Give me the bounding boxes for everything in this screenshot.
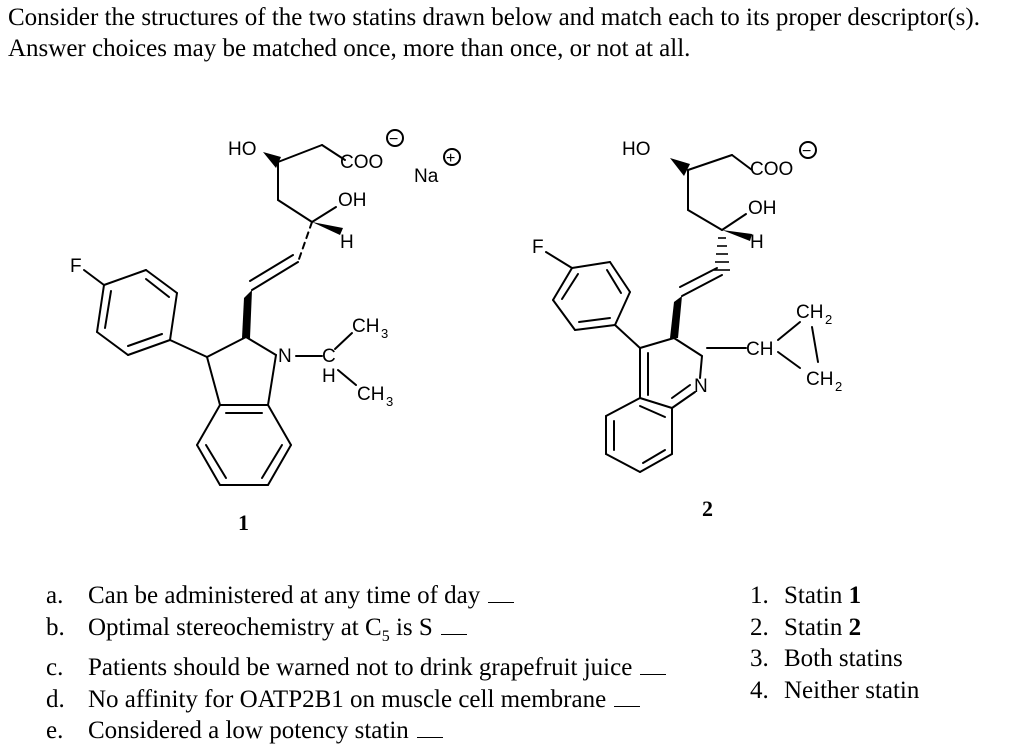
s2-h-label: H bbox=[750, 232, 764, 253]
descriptor-text: Considered a low potency statin bbox=[88, 717, 409, 744]
s2-f-label: F bbox=[532, 237, 544, 258]
s1-ch3-bottom-sub: 3 bbox=[386, 394, 393, 409]
s2-ch2-top-label: CH bbox=[796, 302, 823, 323]
descriptor-item: b. Optimal stereochemistry at C5 is S bbox=[46, 612, 666, 653]
s1-coo-charge bbox=[386, 129, 404, 147]
s1-ch3-top-sub: 3 bbox=[381, 326, 388, 341]
s1-ho-label: HO bbox=[228, 139, 257, 160]
s1-na-plus: + bbox=[446, 150, 455, 167]
structure-1-number: 1 bbox=[238, 510, 249, 535]
s1-na-charge bbox=[443, 148, 461, 166]
answer-text: Statin 1 bbox=[784, 582, 862, 609]
s1-f-label: F bbox=[70, 256, 82, 277]
answer-text: Statin 2 bbox=[784, 613, 862, 641]
answer-blank[interactable] bbox=[640, 652, 667, 675]
answer-text: Neither statin bbox=[784, 676, 920, 704]
s1-ch3-bottom-label: CH bbox=[357, 384, 384, 405]
descriptor-text: Can be administered at any time of day bbox=[88, 582, 481, 609]
answer-choice: 4. Neither statin bbox=[750, 675, 919, 707]
s2-ch2-bottom-label: CH bbox=[806, 369, 833, 390]
answer-blank[interactable] bbox=[614, 684, 641, 707]
descriptor-text: Patients should be warned not to drink g… bbox=[88, 654, 633, 681]
descriptor-letter: d. bbox=[46, 685, 65, 713]
statin-structures-figure: HO COO − Na + OH H F N C H CH 3 CH 3 1 bbox=[70, 129, 842, 535]
s2-ch-label: CH bbox=[746, 339, 773, 360]
structure-1: HO COO − Na + OH H F N C H CH 3 CH 3 1 bbox=[70, 129, 461, 535]
answer-blank[interactable] bbox=[416, 715, 443, 738]
s1-coo-minus: − bbox=[389, 131, 398, 148]
answer-choice: 2. Statin 2 bbox=[750, 612, 919, 644]
s2-coo-label: COO bbox=[750, 159, 793, 180]
s2-ho-label: HO bbox=[622, 139, 651, 160]
s1-oh-label: OH bbox=[338, 190, 367, 211]
structure-2: HO COO − OH H F N CH CH 2 CH 2 2 bbox=[532, 139, 842, 521]
descriptor-text: Optimal stereochemistry at C5 is S bbox=[88, 613, 433, 645]
s1-ch-h-label: H bbox=[322, 366, 336, 387]
descriptor-letter: a. bbox=[46, 582, 64, 609]
answer-number: 1. bbox=[750, 582, 769, 609]
answer-choice-list: 1. Statin 1 2. Statin 2 3. Both statins … bbox=[750, 580, 919, 706]
s2-coo-minus: − bbox=[802, 143, 811, 160]
s2-n-label: N bbox=[694, 376, 708, 397]
descriptor-item: a. Can be administered at any time of da… bbox=[46, 580, 666, 612]
answer-blank[interactable] bbox=[488, 580, 515, 603]
s1-c-label: C bbox=[322, 346, 336, 367]
s1-na-label: Na bbox=[414, 166, 439, 187]
s2-coo-charge bbox=[799, 141, 817, 159]
answer-number: 4. bbox=[750, 676, 769, 704]
s2-ch2-top-sub: 2 bbox=[825, 312, 832, 327]
s2-ch2-bottom-sub: 2 bbox=[835, 379, 842, 394]
descriptor-item: c. Patients should be warned not to drin… bbox=[46, 652, 667, 684]
descriptor-list: a. Can be administered at any time of da… bbox=[46, 580, 667, 747]
descriptor-item: e. Considered a low potency statin bbox=[46, 715, 666, 747]
descriptor-item: d. No affinity for OATP2B1 on muscle cel… bbox=[46, 684, 666, 716]
descriptor-letter: b. bbox=[46, 613, 65, 641]
answer-number: 2. bbox=[750, 613, 769, 641]
answer-choice: 3. Both statins bbox=[750, 643, 919, 675]
descriptor-letter: e. bbox=[46, 717, 64, 744]
descriptor-letter: c. bbox=[46, 654, 64, 681]
s1-h-label: H bbox=[340, 232, 354, 253]
s1-ch3-top-label: CH bbox=[352, 316, 379, 337]
answer-blank[interactable] bbox=[440, 612, 467, 635]
structure-2-number: 2 bbox=[702, 496, 713, 521]
answer-number: 3. bbox=[750, 645, 769, 672]
c5-subscript: 5 bbox=[381, 627, 390, 645]
s1-coo-label: COO bbox=[340, 152, 383, 173]
s2-oh-label: OH bbox=[748, 198, 777, 219]
answer-choice: 1. Statin 1 bbox=[750, 580, 919, 612]
question-intro: Consider the structures of the two stati… bbox=[8, 4, 980, 62]
descriptor-text: No affinity for OATP2B1 on muscle cell m… bbox=[88, 685, 607, 713]
s1-n-label: N bbox=[278, 346, 292, 367]
answer-text: Both statins bbox=[784, 645, 903, 672]
